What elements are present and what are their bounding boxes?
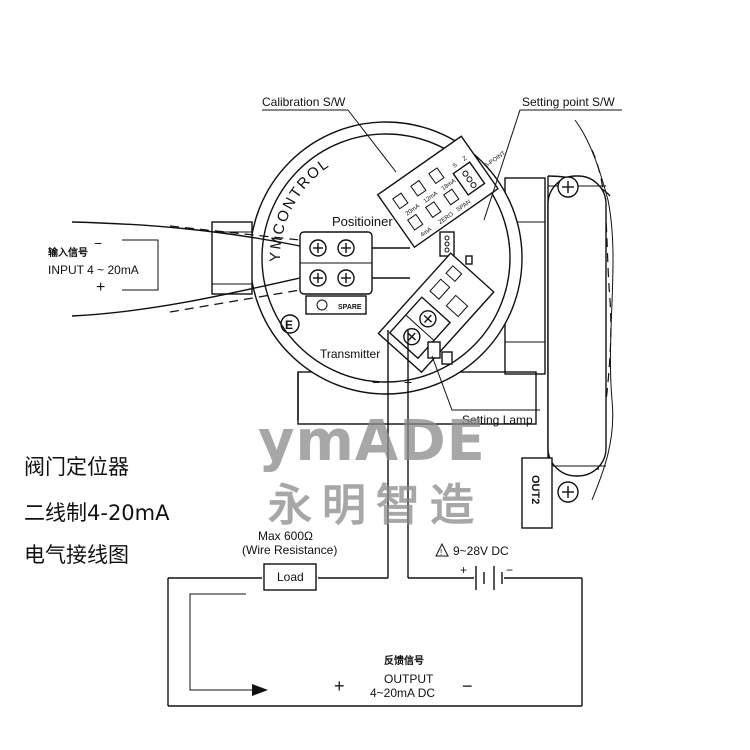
out2-box: [521, 457, 553, 529]
output-loop: [167, 330, 583, 707]
sw-z: Z: [462, 156, 469, 163]
warning-icon: [435, 542, 449, 557]
positioner-label: Positioiner: [332, 214, 393, 229]
screw-top: [557, 176, 579, 198]
input-bracket: [122, 239, 159, 291]
output-cn-label: 反馈信号: [384, 654, 424, 667]
supply-minus: −: [506, 563, 513, 577]
out2-label: OUT2: [529, 475, 541, 504]
output-range-label: 4~20mA DC: [370, 686, 435, 700]
watermark-cn: 永明智造: [268, 480, 484, 531]
caption-line2: 二线制4-20mA: [24, 501, 170, 525]
load-box: [263, 563, 317, 591]
watermark-brand: ymADE: [258, 409, 486, 474]
battery-symbol: [475, 566, 503, 590]
ground-symbol: [280, 314, 300, 334]
spare-label: SPARE: [338, 304, 362, 311]
mounting-bracket: [547, 119, 614, 501]
setting-point-leader: [483, 109, 622, 221]
setting-point-pins: [439, 231, 473, 265]
transmitter-board: [377, 252, 495, 374]
calibration-label: Calibration S/W: [262, 95, 346, 109]
sw-4ma: 4mA: [420, 227, 434, 239]
setting-lamp-leader: [431, 355, 540, 411]
output-label: OUTPUT: [384, 672, 434, 686]
input-plus: +: [96, 279, 105, 296]
input-label: INPUT 4 ~ 20mA: [48, 263, 139, 277]
output-plus: +: [334, 676, 345, 696]
positioner-terminal-block: [299, 231, 373, 295]
setting-point-label: Setting point S/W: [522, 95, 615, 109]
supply-label: 9~28V DC: [453, 544, 509, 558]
input-cn-label: 输入信号: [48, 246, 88, 259]
output-minus: −: [462, 676, 473, 696]
calibration-leader: [347, 109, 397, 173]
max-resistance-label: Max 600Ω: [258, 529, 313, 543]
transmitter-label: Transmitter: [320, 347, 380, 361]
input-wires: [71, 221, 410, 317]
setting-lamp: [427, 341, 441, 359]
transmitter-minus: −: [372, 374, 380, 390]
sw-s: S: [452, 162, 459, 169]
input-minus: −: [94, 235, 102, 251]
setting-lamp-label: Setting Lamp: [462, 413, 533, 427]
screw-bottom: [557, 481, 579, 503]
wire-resistance-label: (Wire Resistance): [242, 543, 337, 557]
current-arrow: [189, 593, 268, 696]
caption-line3: 电气接线图: [24, 543, 129, 567]
load-label: Load: [277, 570, 304, 584]
caption-line1: 阀门定位器: [24, 455, 129, 479]
ground-label: E: [285, 318, 293, 332]
supply-plus: +: [460, 563, 467, 577]
warning-mark: !: [440, 548, 442, 557]
